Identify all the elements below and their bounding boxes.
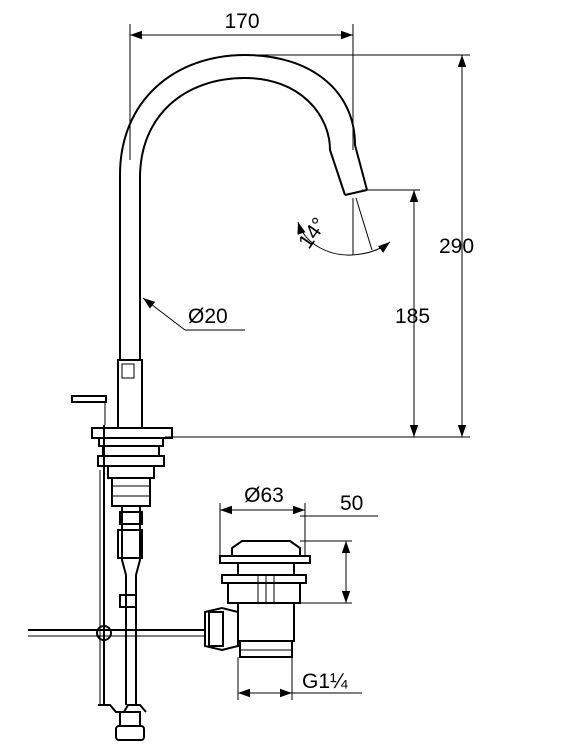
dimension-drain-thread: G1¼ [237,657,362,700]
spout-inner-contour [139,76,346,360]
drain-assembly [204,540,311,658]
spout-outer-contour [119,53,368,360]
base-flange [98,437,164,447]
drain-plug-cap [231,540,301,557]
hose-fitting [117,529,143,559]
dimension-spout-diameter: Ø20 [142,297,245,331]
dimension-spout-angle: 14° [294,197,391,256]
base-ring [102,445,160,457]
dimension-spout-reach: 170 [129,10,354,160]
hose-clamp [119,594,137,608]
faucet-body [28,53,368,741]
cartridge-window [121,363,135,379]
base-washer [97,455,165,467]
dimension-total-height: 290 [165,54,474,438]
drain-tailpiece [239,640,293,658]
dimension-label-drain-diameter: Ø63 [244,484,284,507]
dimension-label-spout-height: 185 [395,305,430,328]
drain-gasket [221,574,307,584]
pivot-nut [96,625,112,641]
threaded-shank [111,477,151,507]
dimension-spout-height: 185 [362,189,430,437]
hose-end-fitting [98,704,147,713]
drain-body-top [227,582,301,604]
dimension-label-drain-lift: 50 [340,492,363,515]
lever-handle [71,395,107,403]
dimension-label-spout-diameter: Ø20 [188,305,228,328]
dimension-label-drain-thread: G1¼ [302,670,348,693]
dimension-label-spout-angle: 14° [294,214,331,253]
hose-clip [119,511,143,525]
dimension-label-spout-reach: 170 [224,10,259,33]
drain-body [237,602,295,642]
dimension-label-total-height: 290 [439,235,474,258]
base-nut [107,465,155,479]
drain-side-connector [204,606,239,652]
dimension-drain-diameter: Ø63 [219,484,306,556]
dimension-drain-lift: 50 [300,492,378,604]
supply-hose [121,506,127,705]
drain-flange [219,555,311,564]
drain-seal [237,562,295,576]
spout-outlet [344,189,368,196]
